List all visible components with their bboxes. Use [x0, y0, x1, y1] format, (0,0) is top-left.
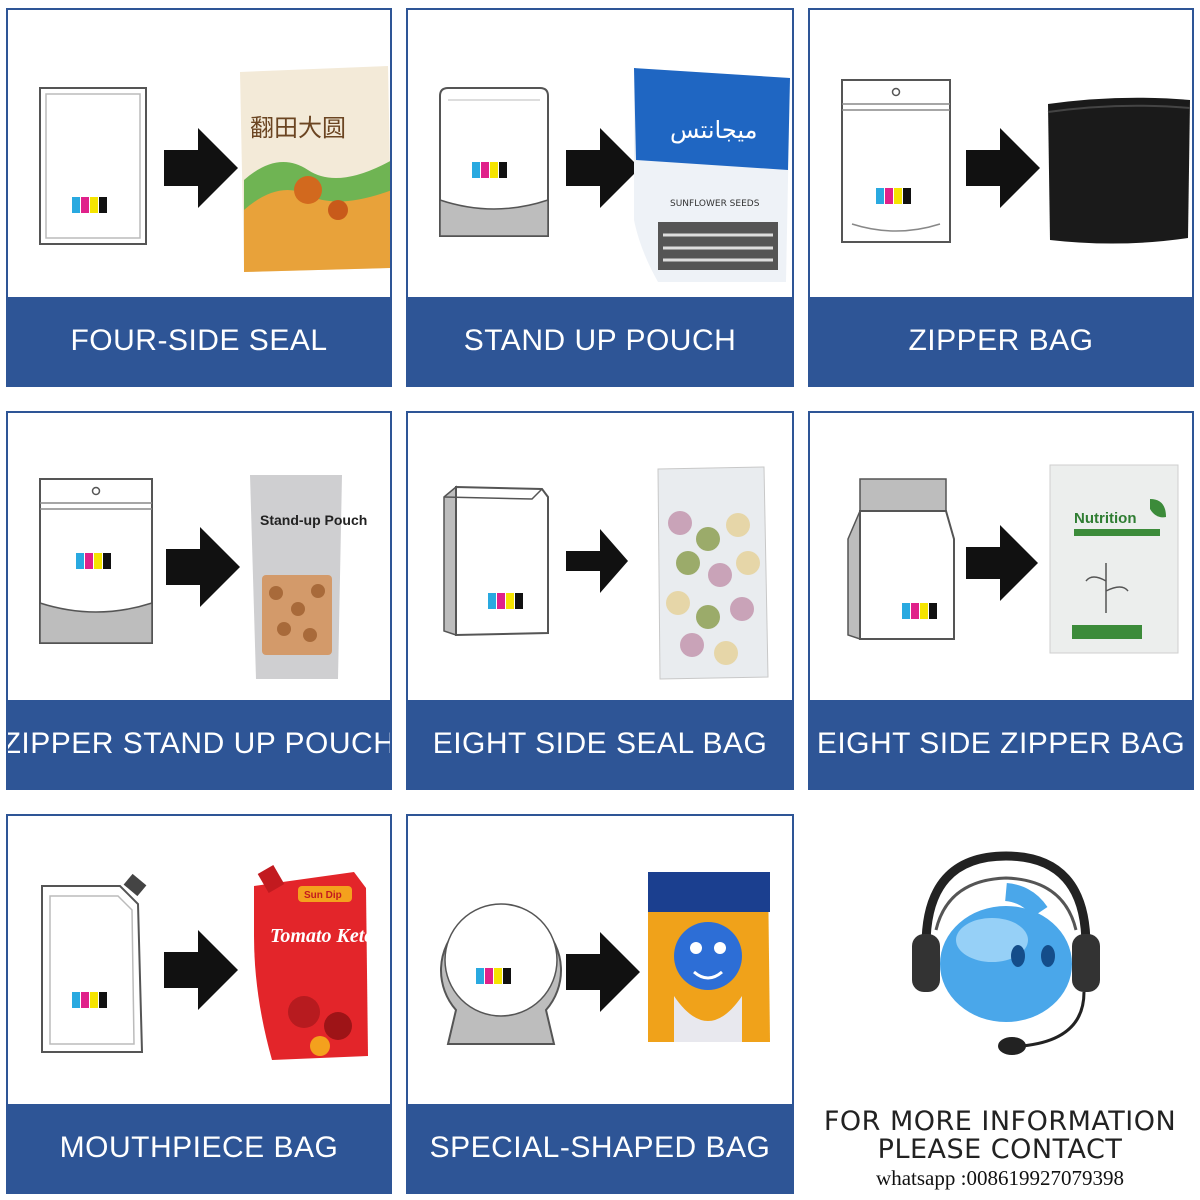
card-zipper-stand-up-pouch: Stand-up Pouch ZIPPER STAND UP POUCH	[6, 411, 392, 790]
color-swatch-icon	[76, 553, 111, 569]
bag-photo-four-side: 翻田大圆	[240, 66, 390, 272]
arrow-right-icon	[164, 930, 238, 1010]
bag-photo-eight-side-seal	[657, 466, 769, 680]
headset-mascot-icon	[912, 851, 1100, 1055]
stand-up-pouch-illustration: ميجانتس SUNFLOWER SEEDS	[439, 68, 790, 282]
arrow-right-icon	[164, 128, 238, 208]
svg-text:Nutrition: Nutrition	[1074, 510, 1136, 527]
four-side-seal-illustration: 翻田大圆	[39, 66, 390, 272]
svg-text:Sun Dip: Sun Dip	[304, 890, 342, 901]
arrow-right-icon	[566, 932, 640, 1012]
color-swatch-icon	[476, 968, 511, 984]
card-label: MOUTHPIECE BAG	[8, 1104, 390, 1192]
card-label: EIGHT SIDE ZIPPER BAG	[810, 700, 1192, 788]
svg-text:SUNFLOWER SEEDS: SUNFLOWER SEEDS	[670, 199, 760, 209]
bag-photo-special-shaped	[648, 872, 770, 1042]
contact-line-2: PLEASE CONTACT	[877, 1134, 1123, 1165]
arrow-right-icon	[966, 128, 1040, 208]
card-label: FOUR-SIDE SEAL	[8, 297, 390, 385]
color-swatch-icon	[472, 162, 507, 178]
contact-whatsapp[interactable]: whatsapp :008619927079398	[876, 1166, 1124, 1190]
arrow-right-icon	[966, 525, 1038, 601]
svg-text:Tomato Ketchup: Tomato Ketchup	[270, 925, 392, 947]
zipper-bag-illustration	[841, 79, 1191, 244]
card-zipper-bag: ZIPPER BAG	[808, 8, 1194, 387]
color-swatch-icon	[876, 188, 911, 204]
color-swatch-icon	[488, 593, 523, 609]
card-label: ZIPPER STAND UP POUCH	[8, 700, 390, 788]
card-stand-up-pouch: ميجانتس SUNFLOWER SEEDS STAND UP POUCH	[406, 8, 794, 387]
contact-panel: FOR MORE INFORMATION PLEASE CONTACT what…	[808, 814, 1192, 1194]
bag-photo-eight-side-zipper: Nutrition	[1049, 464, 1179, 654]
svg-text:Stand-up Pouch: Stand-up Pouch	[260, 512, 367, 528]
svg-text:ميجانتس: ميجانتس	[670, 116, 757, 144]
card-label: SPECIAL-SHAPED BAG	[408, 1104, 792, 1192]
color-swatch-icon	[72, 197, 107, 213]
bag-photo-zipper-stand-up: Stand-up Pouch	[250, 475, 367, 679]
eight-side-zipper-illustration: Nutrition	[847, 464, 1179, 654]
card-four-side-seal: 翻田大圆 FOUR-SIDE SEAL	[6, 8, 392, 387]
color-swatch-icon	[902, 603, 937, 619]
bag-photo-stand-up: ميجانتس SUNFLOWER SEEDS	[634, 68, 790, 282]
mouthpiece-bag-illustration: Sun Dip Tomato Ketchup	[41, 864, 392, 1060]
bag-photo-zipper	[1047, 97, 1191, 244]
zipper-stand-up-pouch-illustration: Stand-up Pouch	[39, 475, 367, 679]
arrow-right-icon	[166, 527, 240, 607]
card-special-shaped-bag: SPECIAL-SHAPED BAG	[406, 814, 794, 1194]
bag-photo-mouthpiece: Sun Dip Tomato Ketchup	[254, 864, 392, 1060]
card-eight-side-zipper-bag: Nutrition EIGHT SIDE ZIPPER BAG	[808, 411, 1194, 790]
card-label: ZIPPER BAG	[810, 297, 1192, 385]
arrow-right-icon	[566, 529, 628, 593]
svg-text:翻田大圆: 翻田大圆	[250, 114, 346, 142]
special-shaped-illustration	[440, 872, 770, 1045]
card-eight-side-seal-bag: EIGHT SIDE SEAL BAG	[406, 411, 794, 790]
eight-side-seal-illustration	[443, 466, 769, 680]
card-mouthpiece-bag: Sun Dip Tomato Ketchup MOUTHPIECE BAG	[6, 814, 392, 1194]
card-label: STAND UP POUCH	[408, 297, 792, 385]
card-label: EIGHT SIDE SEAL BAG	[408, 700, 792, 788]
color-swatch-icon	[72, 992, 107, 1008]
contact-line-1: FOR MORE INFORMATION	[823, 1106, 1177, 1137]
arrow-right-icon	[566, 128, 640, 208]
